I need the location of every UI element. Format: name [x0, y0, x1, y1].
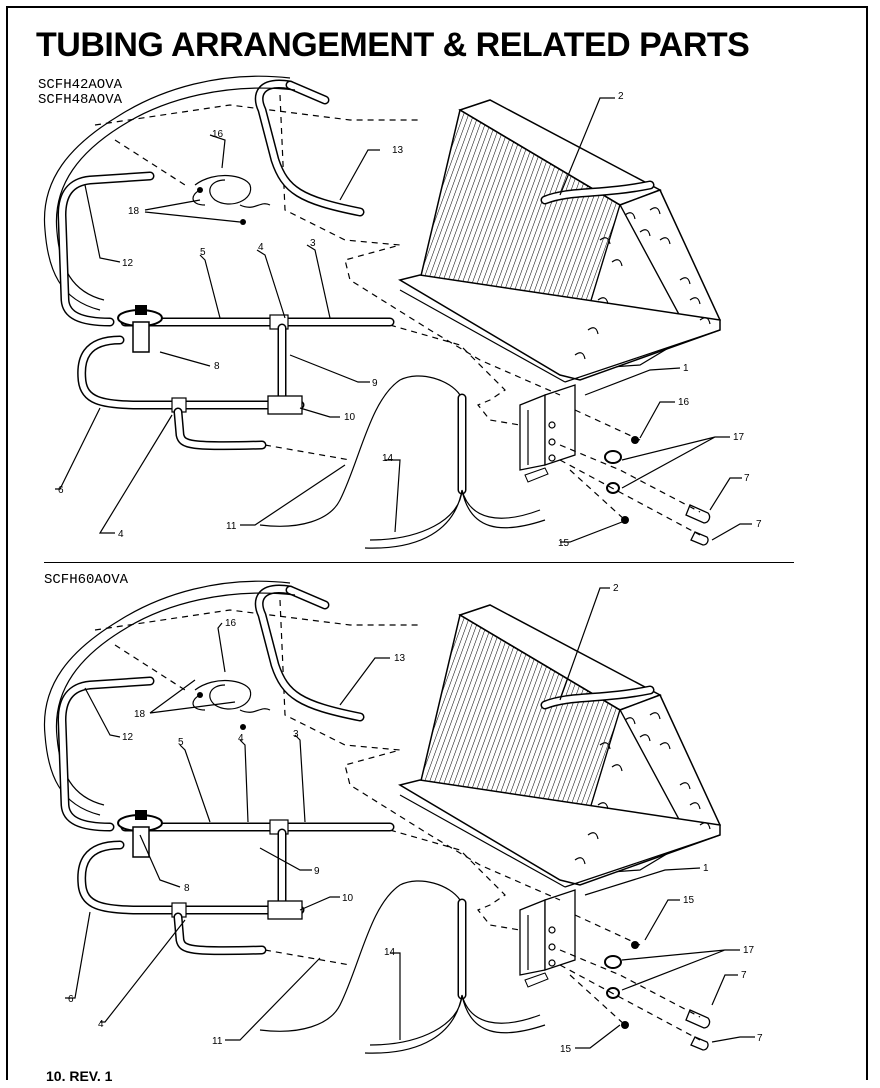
lower-callouts: 2 13 16 18 12 5 4 3 8 9 10 6 4 11 14 15 … [68, 583, 763, 1055]
callout-4b: 4 [98, 1019, 104, 1030]
page-footer: 10. REV. 1 [46, 1068, 113, 1084]
callout-16: 16 [225, 618, 237, 629]
section-divider [44, 562, 794, 563]
callout-17: 17 [743, 945, 755, 956]
callout-12: 12 [122, 258, 134, 269]
callout-15b: 15 [683, 895, 695, 906]
callout-4: 4 [258, 242, 264, 253]
callout-3: 3 [293, 729, 299, 740]
callout-7b: 7 [757, 1033, 763, 1044]
callout-18: 18 [134, 709, 146, 720]
callout-18: 18 [128, 206, 140, 217]
callout-4b: 4 [118, 529, 124, 540]
callout-1: 1 [683, 363, 689, 374]
callout-15: 15 [560, 1044, 572, 1055]
callout-16: 16 [212, 129, 224, 140]
callout-8: 8 [184, 883, 190, 894]
callout-12: 12 [122, 732, 134, 743]
callout-14: 14 [382, 453, 394, 464]
lower-callout-leaders [65, 587, 755, 1049]
callout-2: 2 [618, 91, 624, 102]
page-frame [6, 6, 868, 1080]
callout-7: 7 [741, 970, 747, 981]
model-label-3: SCFH60AOVA [44, 572, 129, 588]
callout-8: 8 [214, 361, 220, 372]
upper-assembly [44, 76, 720, 548]
callout-9: 9 [372, 378, 378, 389]
callout-16b: 16 [678, 397, 690, 408]
callout-15: 15 [558, 538, 570, 549]
callout-6: 6 [58, 485, 64, 496]
callout-1: 1 [703, 863, 709, 874]
callout-13: 13 [394, 653, 406, 664]
callout-9: 9 [314, 866, 320, 877]
page-title: TUBING ARRANGEMENT & RELATED PARTS [36, 26, 750, 64]
callout-11: 11 [212, 1036, 223, 1047]
callout-14: 14 [384, 947, 396, 958]
callout-11: 11 [226, 521, 237, 532]
upper-callout-leaders [55, 97, 752, 543]
upper-callouts: 2 13 16 18 12 5 4 3 8 9 10 6 4 11 14 15 … [58, 91, 762, 549]
lower-assembly [44, 581, 720, 1053]
callout-5: 5 [178, 737, 184, 748]
callout-10: 10 [344, 412, 356, 423]
callout-2: 2 [613, 583, 619, 594]
callout-7b: 7 [756, 519, 762, 530]
callout-13: 13 [392, 145, 404, 156]
callout-7: 7 [744, 473, 750, 484]
callout-17: 17 [733, 432, 745, 443]
callout-5: 5 [200, 247, 206, 258]
callout-6: 6 [68, 994, 74, 1005]
callout-4: 4 [238, 733, 244, 744]
callout-3: 3 [310, 238, 316, 249]
model-label-1: SCFH42AOVA [38, 77, 123, 93]
model-label-2: SCFH48AOVA [38, 92, 123, 108]
callout-10: 10 [342, 893, 354, 904]
